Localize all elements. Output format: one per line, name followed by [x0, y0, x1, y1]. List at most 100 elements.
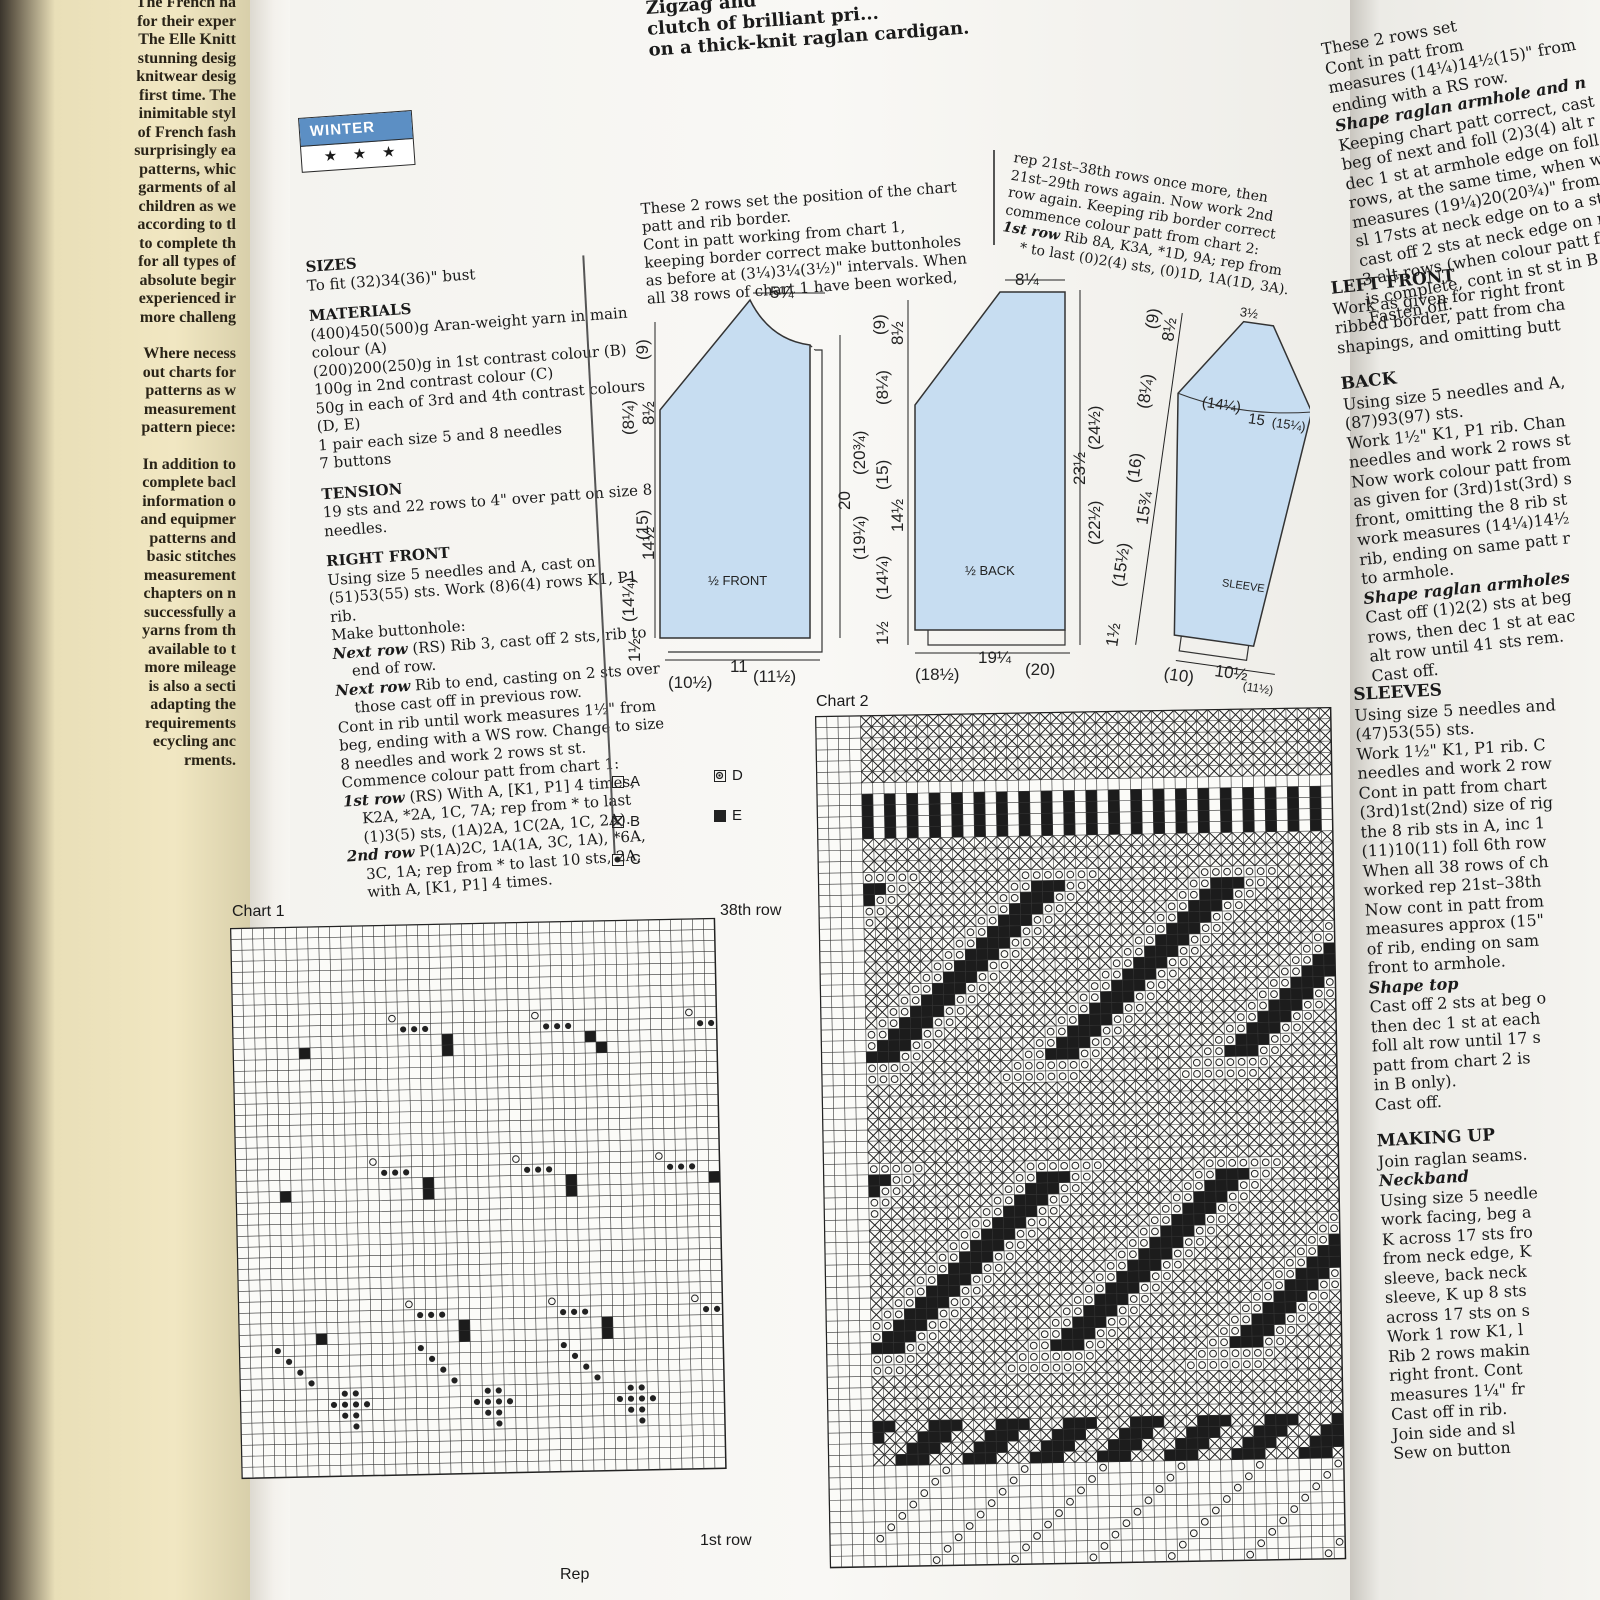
chart-cell-cross	[1322, 875, 1335, 888]
chart-cell-ring	[945, 1018, 954, 1027]
chart-cell-cross	[1050, 734, 1063, 747]
chart-cell-ring	[901, 1052, 910, 1061]
chart-cell-cross	[895, 848, 908, 862]
chart-cell-ring	[912, 1052, 921, 1061]
chart-cell-ring	[1024, 1050, 1033, 1059]
chart-cell-solid	[1323, 953, 1336, 966]
chart-cell-cross	[876, 994, 889, 1008]
chart-cell-solid	[1127, 1259, 1139, 1272]
chart-cell-solid	[965, 971, 977, 983]
chart-cell-cross	[953, 926, 966, 939]
chart-cell-solid	[862, 827, 874, 839]
chart-cell-solid	[1242, 787, 1254, 799]
chart-cell-ring	[989, 961, 998, 970]
chart-cell-cross	[1230, 753, 1243, 766]
instructions-column-1: SIZES To fit (32)34(36)" bust MATERIALS …	[305, 236, 665, 903]
chart-cell-solid	[1100, 1013, 1113, 1026]
chart-cell-cross	[1209, 843, 1222, 856]
chart-cell-ring	[901, 1063, 910, 1072]
chart-cell-solid	[888, 1028, 900, 1041]
chart-cell-cross	[1252, 764, 1265, 777]
chart-cell-solid	[1193, 1202, 1206, 1214]
chart-cell-cross	[904, 725, 918, 738]
chart-cell-ring	[1080, 1060, 1089, 1069]
chart-cell-cross	[927, 713, 940, 727]
chart-cell-cross	[871, 714, 884, 728]
chart-cell-cross	[1153, 844, 1166, 857]
svg-text:(9): (9)	[633, 339, 652, 360]
chart-cell-cross	[1308, 752, 1321, 765]
chart-cell-cross	[863, 927, 876, 941]
chart-cell-cross	[949, 713, 962, 726]
chart-cell-cross	[1299, 864, 1312, 877]
chart-cell-solid	[1067, 1047, 1080, 1060]
chart-cell-ring	[911, 985, 920, 994]
chart-cell-solid	[1290, 976, 1302, 989]
chart-cell-ring	[1234, 890, 1243, 898]
chart-cell-ring	[1157, 925, 1165, 933]
chart-cell-solid	[951, 814, 964, 827]
chart-cell-ring	[1179, 947, 1188, 955]
chart-cell-cross	[1017, 746, 1030, 759]
chart-cell-solid	[976, 937, 988, 949]
chart-cell-cross	[961, 758, 974, 771]
chart-cell-solid	[1204, 1191, 1217, 1203]
chart-cell-ring	[1215, 1047, 1223, 1055]
chart-cell-cross	[1286, 752, 1299, 765]
chart-cell-solid	[1296, 1290, 1308, 1302]
chart-cell-cross	[1229, 731, 1242, 744]
chart-cell-cross	[1233, 932, 1246, 945]
chart-cell-cross	[955, 1027, 968, 1040]
chart-cell-cross	[1130, 833, 1143, 846]
chart-cell-solid	[1111, 979, 1123, 992]
chart-cell-solid	[893, 1319, 905, 1332]
chart-cell-cross	[1155, 990, 1169, 1003]
chart-cell-solid	[1133, 968, 1145, 980]
chart-cell-ring	[1069, 1060, 1078, 1069]
svg-text:3½: 3½	[1239, 304, 1259, 321]
chart-cell-solid	[985, 1452, 997, 1465]
chart-cell-cross	[930, 904, 943, 917]
chart-cell-cross	[1266, 898, 1279, 911]
chart-cell-solid	[1014, 1205, 1026, 1218]
chart-cell-cross	[1244, 921, 1257, 934]
chart-cell-cross	[1066, 991, 1079, 1004]
svg-text:(10½): (10½)	[668, 673, 712, 692]
chart-cell-cross	[976, 993, 989, 1006]
chart-cell-cross	[1321, 841, 1334, 854]
chart-cell-solid	[708, 1171, 720, 1183]
chart-cell-ring	[1237, 1069, 1246, 1077]
chart-cell-cross	[974, 881, 987, 894]
intro-line: Where necess	[143, 345, 236, 362]
chart-cell-cross	[1234, 988, 1247, 1001]
chart-cell-solid	[1321, 1446, 1333, 1459]
chart-cell-cross	[1084, 733, 1097, 746]
chart-cell-solid	[1312, 976, 1325, 988]
chart-cell-cross	[860, 759, 873, 773]
chart-cell-cross	[963, 858, 976, 872]
chart-cell-solid	[1275, 1425, 1288, 1437]
next-page	[1350, 0, 1600, 1600]
chart-cell-cross	[1095, 744, 1108, 757]
chart-cell-cross	[1129, 766, 1142, 779]
chart-cell-ring	[977, 916, 986, 925]
chart-cell-solid	[1141, 1427, 1153, 1439]
chart-cell-solid	[948, 1274, 960, 1286]
chart-cell-cross	[1095, 722, 1108, 735]
chart-cell-solid	[1309, 808, 1322, 820]
chart-cell-cross	[1184, 709, 1197, 722]
chart-cell-solid	[1215, 1190, 1228, 1203]
chart-cell-solid	[954, 971, 966, 983]
chart-cell-ring	[1201, 879, 1209, 888]
chart-cell-cross	[1017, 757, 1030, 770]
chart-cell-cross	[1324, 1009, 1337, 1022]
chart-cell-cross	[1021, 1003, 1034, 1016]
chart-cell-cross	[1134, 1068, 1148, 1081]
chart-cell-solid	[1108, 800, 1120, 813]
chart-cell-cross	[1264, 764, 1277, 777]
intro-line: for their exper	[137, 12, 236, 30]
chart-cell-solid	[868, 1174, 880, 1187]
chart-cell-dot	[484, 1387, 491, 1394]
chart-cell-ring	[1068, 1004, 1077, 1013]
